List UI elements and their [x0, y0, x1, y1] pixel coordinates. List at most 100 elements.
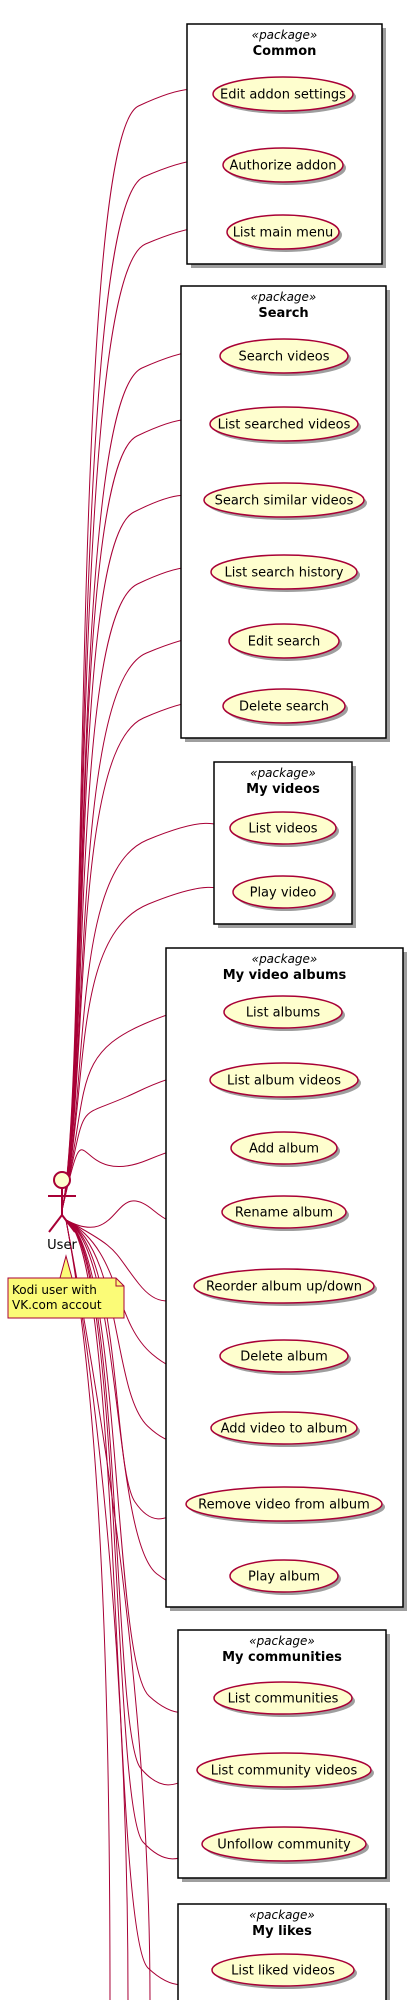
use-case: Search similar videos: [203, 482, 367, 520]
use-case-label: List community videos: [211, 1764, 358, 1779]
use-case-ellipse: [209, 406, 359, 442]
package-stereotype: «package»: [252, 28, 318, 42]
package-title: My likes: [252, 1924, 312, 1939]
use-case-ellipse: [201, 1826, 367, 1862]
use-case-label: Delete album: [240, 1350, 328, 1365]
use-case-label: Search similar videos: [215, 494, 354, 509]
use-case-ellipse: [228, 623, 340, 659]
use-case-label: Delete search: [239, 700, 329, 715]
use-case: List searched videos: [209, 406, 361, 444]
package-stereotype: «package»: [252, 952, 318, 966]
use-case-label: List albums: [246, 1006, 321, 1021]
use-case-ellipse: [219, 338, 349, 374]
use-case-label: List album videos: [227, 1074, 341, 1089]
use-case-label: Add album: [249, 1142, 319, 1157]
use-case-label: List searched videos: [218, 418, 351, 433]
note-pointer: [59, 1254, 73, 1279]
use-case: Authorize addon: [222, 147, 346, 185]
use-case-ellipse: [210, 554, 358, 590]
package-stereotype: «package»: [249, 1634, 315, 1648]
use-case-ellipse: [203, 482, 365, 518]
user-actor: User: [47, 1171, 77, 1253]
actor-label: User: [47, 1238, 77, 1253]
use-case-label: Edit search: [248, 635, 321, 650]
use-case: Rename album: [221, 1195, 349, 1231]
use-case-label: List communities: [228, 1692, 339, 1707]
use-case-ellipse: [229, 811, 337, 845]
use-case: Reorder album up/down: [193, 1268, 377, 1306]
package-title: Common: [253, 44, 317, 59]
use-case: Search videos: [219, 338, 351, 376]
package-title: My video albums: [223, 968, 347, 983]
association-line: [65, 1219, 111, 2000]
use-case: Unfollow community: [201, 1826, 369, 1864]
use-case-ellipse: [229, 1559, 339, 1593]
use-case: List community videos: [196, 1752, 374, 1790]
use-case-label: List videos: [248, 822, 317, 837]
use-case-ellipse: [212, 76, 354, 112]
use-case-ellipse: [222, 147, 344, 183]
use-case-label: Add video to album: [221, 1422, 348, 1437]
use-case: Add video to album: [210, 1411, 360, 1447]
use-case-label: Authorize addon: [230, 159, 337, 174]
note-text-line: Kodi user with: [12, 1283, 97, 1297]
use-case: List album videos: [209, 1062, 361, 1100]
package-stereotype: «package»: [249, 1908, 315, 1922]
stick-figure-actor-icon: [48, 1171, 76, 1233]
use-case: Play album: [229, 1559, 341, 1595]
package-title: My communities: [222, 1650, 342, 1665]
use-case-label: Rename album: [235, 1206, 333, 1221]
use-case: Remove video from album: [185, 1486, 385, 1524]
use-case-label: Search videos: [238, 350, 329, 365]
use-case: List communities: [213, 1681, 355, 1717]
use-case: Add album: [230, 1131, 340, 1167]
note-box: [7, 1277, 125, 1319]
use-case-ellipse: [232, 875, 334, 909]
use-case-label: Play video: [250, 886, 317, 901]
use-case: Delete album: [219, 1339, 351, 1375]
use-case-ellipse: [223, 995, 343, 1029]
use-case-label: List search history: [225, 566, 344, 581]
use-case-ellipse: [185, 1486, 383, 1522]
package-title: My videos: [246, 782, 320, 797]
use-case-label: Edit addon settings: [220, 88, 346, 103]
use-case-ellipse: [222, 688, 346, 724]
use-case-ellipse: [213, 1681, 353, 1715]
note-text-line: VK.com accout: [12, 1298, 102, 1312]
package-stereotype: «package»: [251, 290, 317, 304]
use-case-ellipse: [209, 1062, 359, 1098]
use-case-label: Unfollow community: [217, 1838, 351, 1853]
use-case-ellipse: [226, 214, 340, 250]
use-case-ellipse: [196, 1752, 372, 1788]
note-fold: [115, 1278, 124, 1287]
use-case: Delete search: [222, 688, 348, 726]
use-case-label: Play album: [248, 1570, 320, 1585]
use-case-label: List main menu: [233, 226, 334, 241]
use-case: Edit search: [228, 623, 342, 661]
use-case: List videos: [229, 811, 339, 847]
use-case-ellipse: [230, 1131, 338, 1165]
use-case: List liked videos: [211, 1953, 357, 1989]
use-case-label: Remove video from album: [198, 1498, 370, 1513]
use-case-ellipse: [219, 1339, 349, 1373]
use-case-label: Reorder album up/down: [206, 1280, 362, 1295]
use-case: List albums: [223, 995, 345, 1031]
use-case-ellipse: [193, 1268, 375, 1304]
use-case: List search history: [210, 554, 360, 592]
package-title: Search: [258, 306, 308, 321]
use-case-label: List liked videos: [231, 1964, 335, 1979]
use-case: Play video: [232, 875, 336, 911]
use-case: List main menu: [226, 214, 342, 252]
use-case: Edit addon settings: [212, 76, 356, 114]
use-case-ellipse: [221, 1195, 347, 1229]
